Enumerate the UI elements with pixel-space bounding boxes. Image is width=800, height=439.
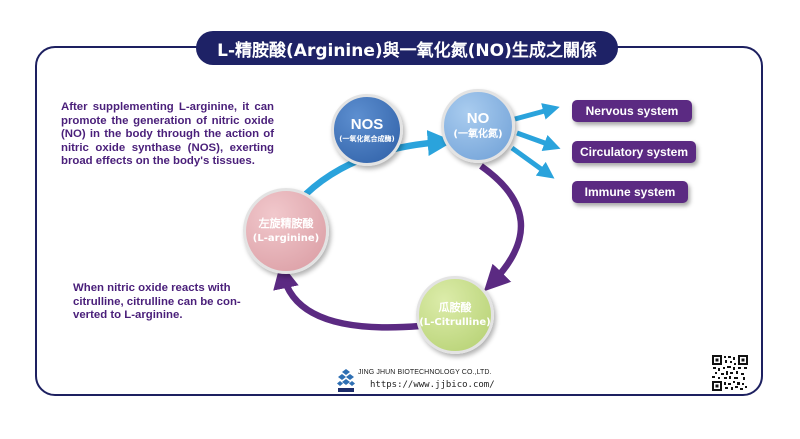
company-url[interactable]: https://www.jjbico.com/ bbox=[370, 380, 495, 390]
node-no-sub: (一氧化氮) bbox=[453, 129, 503, 140]
node-nos: NOS (一氧化氮合成酶) bbox=[331, 94, 403, 166]
node-l-arginine-label: 左旋精胺酸 bbox=[258, 217, 314, 230]
system-circulatory: Circulatory system bbox=[572, 141, 696, 163]
qr-code-icon bbox=[712, 355, 748, 391]
system-immune: Immune system bbox=[572, 181, 688, 203]
node-l-arginine: 左旋精胺酸 (L-arginine) bbox=[243, 188, 329, 274]
node-citrulline-label: 瓜胺酸 bbox=[438, 301, 472, 314]
description-top: After supplementing L-arginine, it can p… bbox=[61, 101, 274, 168]
system-nervous: Nervous system bbox=[572, 100, 692, 122]
arrow-to-nervous-system bbox=[514, 103, 560, 122]
node-nos-label: NOS bbox=[350, 115, 384, 133]
arrow-to-immune-system bbox=[510, 145, 555, 179]
node-citrulline: 瓜胺酸 (L-Citrulline) bbox=[416, 276, 494, 354]
company-name: JING JHUN BIOTECHNOLOGY CO.,LTD. bbox=[358, 369, 492, 376]
node-l-arginine-sub: (L-arginine) bbox=[252, 233, 320, 244]
arrow-no-to-citrulline bbox=[479, 163, 525, 292]
arrow-to-circulatory-system bbox=[516, 130, 561, 151]
company-logo-icon bbox=[337, 369, 355, 392]
node-no-label: NO bbox=[466, 110, 490, 127]
description-bottom: When nitric oxide reacts with citrulline… bbox=[73, 282, 241, 322]
node-citrulline-sub: (L-Citrulline) bbox=[419, 317, 491, 328]
arrow-citrulline-to-arginine bbox=[273, 262, 421, 331]
page-title: L-精胺酸(Arginine)與一氧化氮(NO)生成之關係 bbox=[196, 31, 618, 65]
node-nos-sub: (一氧化氮合成酶) bbox=[339, 134, 395, 143]
node-no: NO (一氧化氮) bbox=[441, 89, 515, 163]
